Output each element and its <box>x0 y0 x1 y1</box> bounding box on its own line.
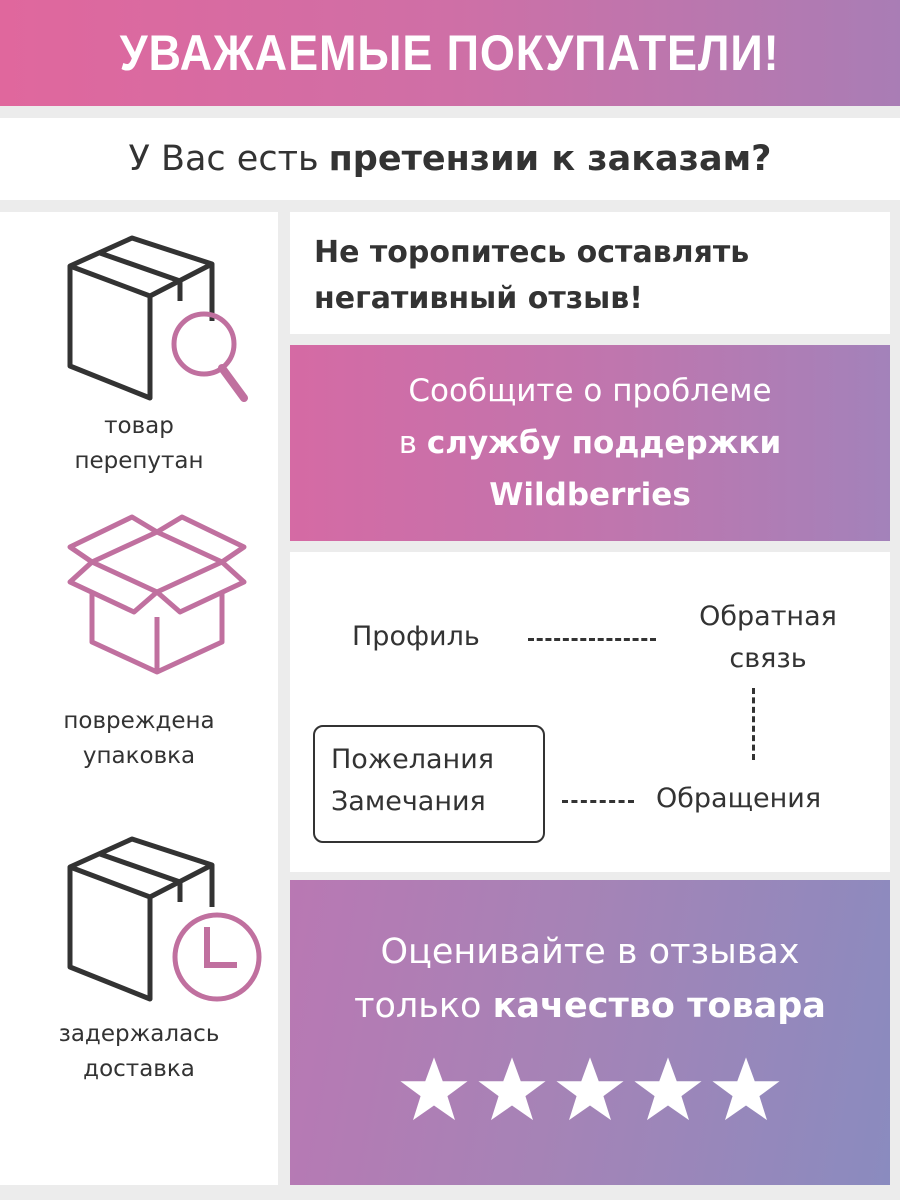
dash-connector <box>562 800 634 803</box>
star-icon <box>712 1057 780 1121</box>
rate-quality-panel: Оценивайте в отзывах только качество тов… <box>290 880 890 1185</box>
dash-connector-vertical <box>752 688 755 760</box>
panel2-brand: Wildberries <box>489 477 691 513</box>
star-icon <box>400 1057 468 1121</box>
panel2-line1: Сообщите о проблеме <box>408 373 772 409</box>
panel4-line1: Оценивайте в отзывах <box>380 932 800 972</box>
step-appeals: Обращения <box>656 783 822 814</box>
subtitle-bold: претензии к заказам? <box>328 139 772 179</box>
panel1-line2: негативный отзыв! <box>314 281 643 316</box>
dont-rush-panel: Не торопитесь оставлять негативный отзыв! <box>290 212 890 334</box>
step-profile: Профиль <box>352 621 480 652</box>
star-icon <box>478 1057 546 1121</box>
header-banner: УВАЖАЕМЫЕ ПОКУПАТЕЛИ! <box>0 0 900 106</box>
subtitle-regular: У Вас есть <box>128 139 319 179</box>
open-box-icon <box>67 514 247 675</box>
header-title: УВАЖАЕМЫЕ ПОКУПАТЕЛИ! <box>120 25 780 81</box>
dash-connector <box>528 638 656 641</box>
panel1-line1: Не торопитесь оставлять <box>314 235 750 270</box>
star-icon <box>634 1057 702 1121</box>
panel4-line2: только качество товара <box>354 986 826 1026</box>
rating-stars <box>290 1053 890 1123</box>
box-clock-icon <box>67 836 262 1002</box>
star-icon <box>556 1057 624 1121</box>
panel2-line2: в службу поддержки <box>398 425 782 461</box>
box-magnifier-icon <box>67 235 248 402</box>
support-panel: Сообщите о проблеме в службу поддержки W… <box>290 345 890 541</box>
